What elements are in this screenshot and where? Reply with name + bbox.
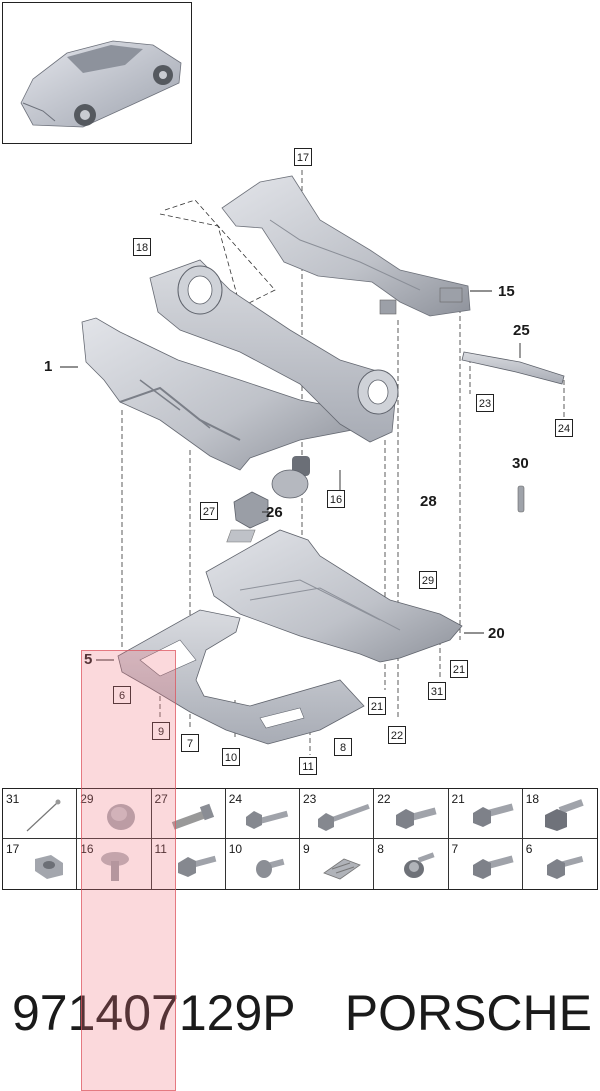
callout-21-a: 21 (450, 660, 468, 678)
parts-cell-9: 9 (300, 839, 375, 889)
part-number: 16 (80, 842, 94, 856)
callout-1: 1 (44, 358, 53, 375)
button-head-screw-icon (255, 858, 285, 878)
callout-6: 6 (113, 686, 131, 704)
part-number-text: 971407129P (12, 985, 296, 1041)
callout-22: 22 (388, 726, 406, 744)
car-illustration (20, 40, 182, 128)
part-number: 9 (303, 842, 310, 856)
mushroom-bolt-icon (101, 852, 130, 881)
parts-cell-8: 8 (374, 839, 449, 889)
flange-bolt-icon (396, 807, 437, 829)
parts-cell-7: 7 (449, 839, 523, 889)
parts-cell-6: 6 (523, 839, 597, 889)
shoulder-bolt-icon (544, 799, 584, 831)
small-bolt-icon (546, 855, 584, 879)
vehicle-thumbnail (2, 2, 192, 144)
part-number: 7 (451, 842, 459, 856)
parts-cell-24: 24 (225, 789, 300, 839)
parts-cell-10: 10 (226, 839, 300, 889)
callout-10: 10 (222, 748, 240, 766)
washer-bolt-icon (404, 852, 435, 878)
callout-20: 20 (488, 625, 505, 642)
callout-26: 26 (266, 504, 283, 521)
callout-11: 11 (299, 757, 317, 775)
part-number: 21 (451, 792, 465, 806)
parts-cell-18: 18 (522, 789, 597, 839)
callout-9: 9 (152, 722, 170, 740)
part-number: 11 (154, 842, 167, 856)
torx-bolt-icon (472, 803, 514, 827)
parts-cell-27: 27 (151, 789, 226, 839)
long-bolt-icon (318, 803, 370, 831)
callout-15: 15 (498, 283, 515, 300)
callout-7: 7 (181, 734, 199, 752)
fastener-parts-table: 31 29 27 24 23 22 21 18 17 16 11 (2, 788, 598, 890)
part-number: 18 (525, 792, 540, 806)
callout-24: 24 (555, 419, 573, 437)
label-sticker (226, 529, 256, 543)
callout-8: 8 (334, 738, 352, 756)
callout-29: 29 (419, 571, 437, 589)
parts-cell-29: 29 (77, 789, 152, 839)
plug-cap-icon (107, 804, 136, 830)
pin-part (517, 485, 525, 513)
part-number: 10 (228, 842, 243, 856)
part-caption: 971407129P PORSCHE (12, 978, 592, 1048)
callout-18: 18 (133, 238, 151, 256)
part-number: 24 (228, 792, 243, 806)
upper-crossmember (221, 175, 471, 317)
callout-31: 31 (428, 682, 446, 700)
spring-clip-icon (323, 858, 361, 880)
parts-cell-22: 22 (374, 789, 449, 839)
callout-17: 17 (294, 148, 312, 166)
callout-30: 30 (512, 455, 529, 472)
callout-21-b: 21 (368, 697, 386, 715)
hex-bolt-icon (245, 810, 288, 829)
rubber-bushing (233, 469, 309, 529)
reinforcement-strip (461, 351, 565, 385)
part-number: 29 (80, 792, 94, 806)
parts-cell-11: 11 (152, 839, 226, 889)
callout-27: 27 (200, 502, 218, 520)
hex-nut-icon (35, 855, 63, 879)
parts-cell-21: 21 (448, 789, 523, 839)
cable-tie-icon (26, 799, 61, 832)
stud-bolt-icon (171, 803, 214, 830)
screw-icon (177, 855, 216, 877)
callout-23: 23 (476, 394, 494, 412)
exploded-parts-diagram (60, 170, 565, 755)
underbody-panel (205, 529, 463, 663)
callout-25: 25 (513, 322, 530, 339)
part-number: 6 (525, 842, 533, 856)
parts-cell-16: 16 (77, 839, 152, 889)
part-number: 8 (377, 842, 384, 856)
parts-cell-17: 17 (3, 839, 78, 889)
parts-cell-31: 31 (3, 789, 78, 839)
shear-plate (117, 609, 365, 745)
highlight-overlay (81, 650, 176, 1091)
parts-cell-23: 23 (300, 789, 375, 839)
collar-bolt-icon (472, 855, 514, 879)
part-number: 17 (6, 842, 20, 856)
brand-text: PORSCHE (344, 985, 592, 1041)
callout-16: 16 (327, 490, 345, 508)
part-number: 31 (6, 792, 20, 806)
part-number: 27 (154, 792, 168, 806)
part-number: 23 (303, 792, 317, 806)
leader-ticks (60, 290, 521, 661)
callout-28: 28 (420, 493, 437, 510)
main-subframe (81, 259, 399, 476)
part-number: 22 (377, 792, 391, 806)
callout-5: 5 (84, 651, 93, 668)
